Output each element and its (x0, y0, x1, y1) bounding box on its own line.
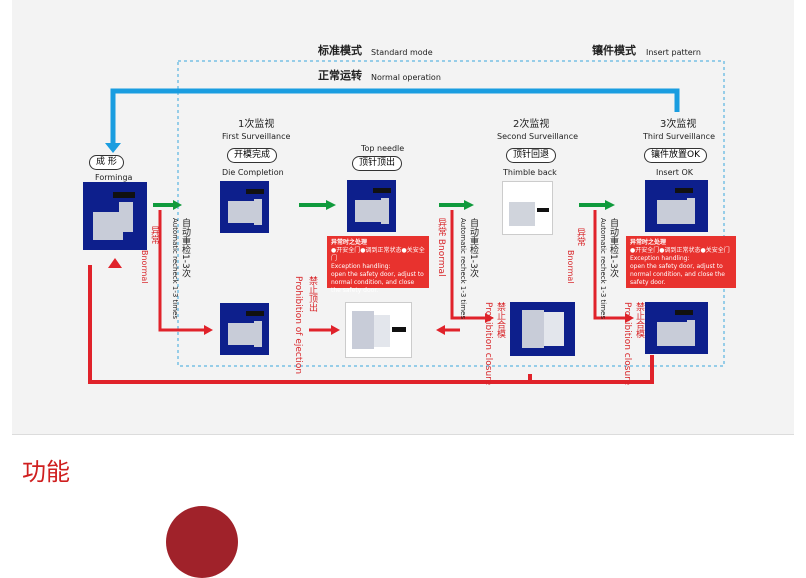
prohibit-close-en-1: Prohibition closure (483, 302, 493, 386)
normal-operation-line (110, 88, 680, 145)
prohibit-eject-cn: 禁止顶出 (307, 276, 317, 312)
exception-steps: ●开安全门●调到正常状态●关安全门 (331, 247, 425, 262)
decorative-circle (166, 506, 238, 578)
bottom-machine-1 (220, 303, 269, 355)
top-needle-en: Top needle (361, 144, 405, 153)
forming-pill: 成 形 (89, 155, 124, 170)
red-branch-1 (158, 210, 205, 332)
exception-body-2: open the safety door, adjust to normal c… (630, 263, 725, 286)
prohibit-close-cn-2: 禁止合模 (634, 302, 644, 338)
bottom-machine-3 (645, 302, 708, 354)
insert-mode-en: Insert pattern (646, 48, 701, 57)
third-surveillance-caption: Insert OK (656, 168, 694, 177)
forming-caption: Forminga (95, 173, 133, 182)
red-return-loop (88, 265, 654, 384)
auto-recheck-cn-1: 自动重检1-3次 (180, 218, 190, 278)
second-surveillance-en: Second Surveillance (497, 132, 579, 141)
exception-body: open the safety door, adjust to normal c… (331, 271, 424, 294)
first-surveillance-pill: 开模完成 (227, 148, 278, 163)
abnormal-en-3: Bnormal (566, 250, 575, 284)
normal-operation-en: Normal operation (371, 73, 441, 82)
exception-subtitle-2: Exception handling: (630, 255, 690, 262)
standard-mode-en: Standard mode (371, 48, 433, 57)
exception-box-2: 异常时之处理 ●开安全门●调到正常状态●关安全门 Exception handl… (626, 236, 736, 288)
exception-subtitle: Exception handling: (331, 263, 391, 270)
top-needle-pill: 顶针顶出 (352, 156, 403, 171)
second-surveillance-machine (502, 181, 553, 235)
flow-diagram (88, 60, 725, 384)
third-surveillance-en: Third Surveillance (643, 132, 716, 141)
first-surveillance-en: First Surveillance (222, 132, 291, 141)
exception-box-1: 异常时之处理 ●开安全门●调到正常状态●关安全门 Exception handl… (327, 236, 429, 294)
red-branch-2 (450, 210, 486, 320)
exception-title: 异常时之处理 (331, 239, 368, 246)
auto-recheck-cn-2: 自动重检1-3次 (468, 218, 478, 278)
forming-machine-image (83, 182, 147, 250)
green-arrowhead-4 (605, 200, 615, 210)
normal-operation-arrowhead (105, 143, 121, 153)
third-surveillance-pill: 镶件放置OK (644, 148, 707, 163)
bottom-mold-2 (510, 302, 575, 356)
prohibit-eject-en: Prohibition of ejection (293, 276, 303, 375)
red-return-arrowhead (108, 258, 122, 268)
normal-operation-cn: 正常运转 (318, 69, 362, 82)
mode-dashed-frame (177, 60, 725, 367)
abnormal-combined-2: 异常 Bnormal (436, 218, 446, 277)
green-arrowhead-2 (326, 200, 336, 210)
second-surveillance-pill: 顶针回退 (506, 148, 557, 163)
first-surveillance-caption: Die Completion (222, 168, 284, 177)
red-branch-3 (593, 210, 626, 320)
standard-mode-cn: 标准模式 (318, 44, 362, 57)
abnormal-cn-1: 异常 (149, 226, 159, 244)
section-title: 功能 (22, 458, 70, 486)
exception-title-2: 异常时之处理 (630, 239, 667, 246)
abnormal-cn-3: 异常 (575, 228, 585, 246)
green-arrowhead-1 (173, 200, 182, 210)
third-surveillance-cn: 3次监视 (660, 119, 697, 130)
first-surveillance-machine (220, 181, 269, 233)
top-needle-machine (347, 180, 396, 232)
abnormal-en-1: Bnormal (140, 250, 149, 284)
first-surveillance-cn: 1次监视 (238, 119, 275, 130)
auto-recheck-en-2: Automatic recheck 1-3 times (459, 218, 467, 319)
bottom-mold-1 (345, 302, 412, 358)
green-arrowhead-3 (464, 200, 474, 210)
second-surveillance-caption: Thimble back (503, 168, 557, 177)
exception-steps-2: ●开安全门●调到正常状态●关安全门 (630, 247, 730, 254)
auto-recheck-en-1: Automatic recheck 1-3 times (171, 218, 179, 319)
insert-mode-cn: 镶件模式 (592, 44, 636, 57)
prohibit-close-cn-1: 禁止合模 (495, 302, 505, 338)
prohibit-close-en-2: Prohibition closure (622, 302, 632, 386)
auto-recheck-en-3: Automatic recheck 1-3 times (599, 218, 607, 319)
third-surveillance-machine (645, 180, 708, 232)
second-surveillance-cn: 2次监视 (513, 119, 550, 130)
auto-recheck-cn-3: 自动重检1-3次 (608, 218, 618, 278)
